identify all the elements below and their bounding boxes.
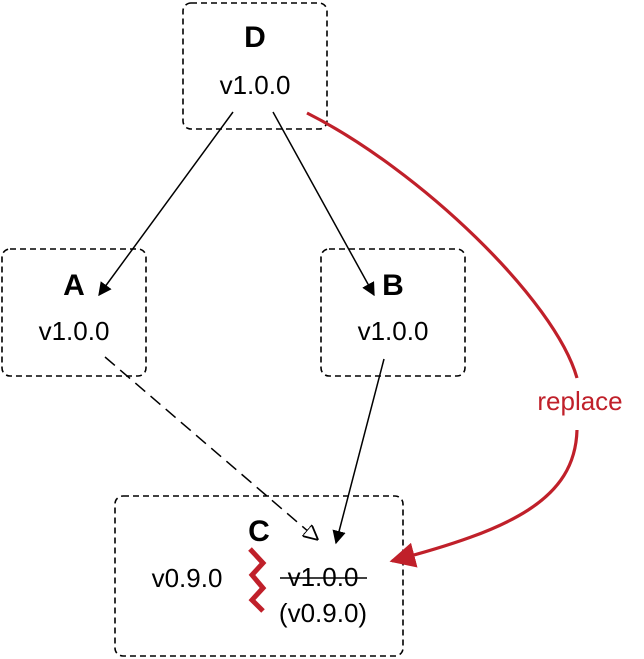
node-c-version-replaced: v1.0.0	[288, 562, 359, 592]
node-a-box	[1, 248, 147, 377]
node-b: B v1.0.0	[320, 248, 466, 377]
node-a: A v1.0.0	[1, 248, 147, 377]
node-c: C v0.9.0 v1.0.0 (v0.9.0)	[114, 495, 404, 657]
node-b-title: B	[382, 269, 404, 302]
node-a-title: A	[63, 269, 85, 302]
node-b-version: v1.0.0	[358, 316, 429, 346]
edge-d-to-b	[272, 111, 375, 297]
node-c-version-resolved: (v0.9.0)	[279, 598, 367, 628]
node-a-version: v1.0.0	[39, 316, 110, 346]
node-c-version-left: v0.9.0	[152, 563, 223, 593]
zigzag-conflict-icon	[248, 547, 267, 613]
edge-d-to-c-replace-lower	[389, 429, 579, 568]
node-c-box	[114, 495, 404, 657]
node-b-box	[320, 248, 466, 377]
edge-d-to-c-replace	[306, 111, 579, 379]
node-d-title: D	[244, 21, 266, 54]
node-d-version: v1.0.0	[220, 70, 291, 100]
edge-a-to-c-dashed	[104, 356, 317, 539]
node-d-box	[182, 2, 328, 130]
replace-label: replace	[537, 386, 622, 416]
node-c-title: C	[248, 515, 270, 548]
edge-b-to-c	[332, 358, 385, 545]
edge-d-to-a	[98, 111, 234, 297]
node-d: D v1.0.0	[182, 2, 328, 130]
